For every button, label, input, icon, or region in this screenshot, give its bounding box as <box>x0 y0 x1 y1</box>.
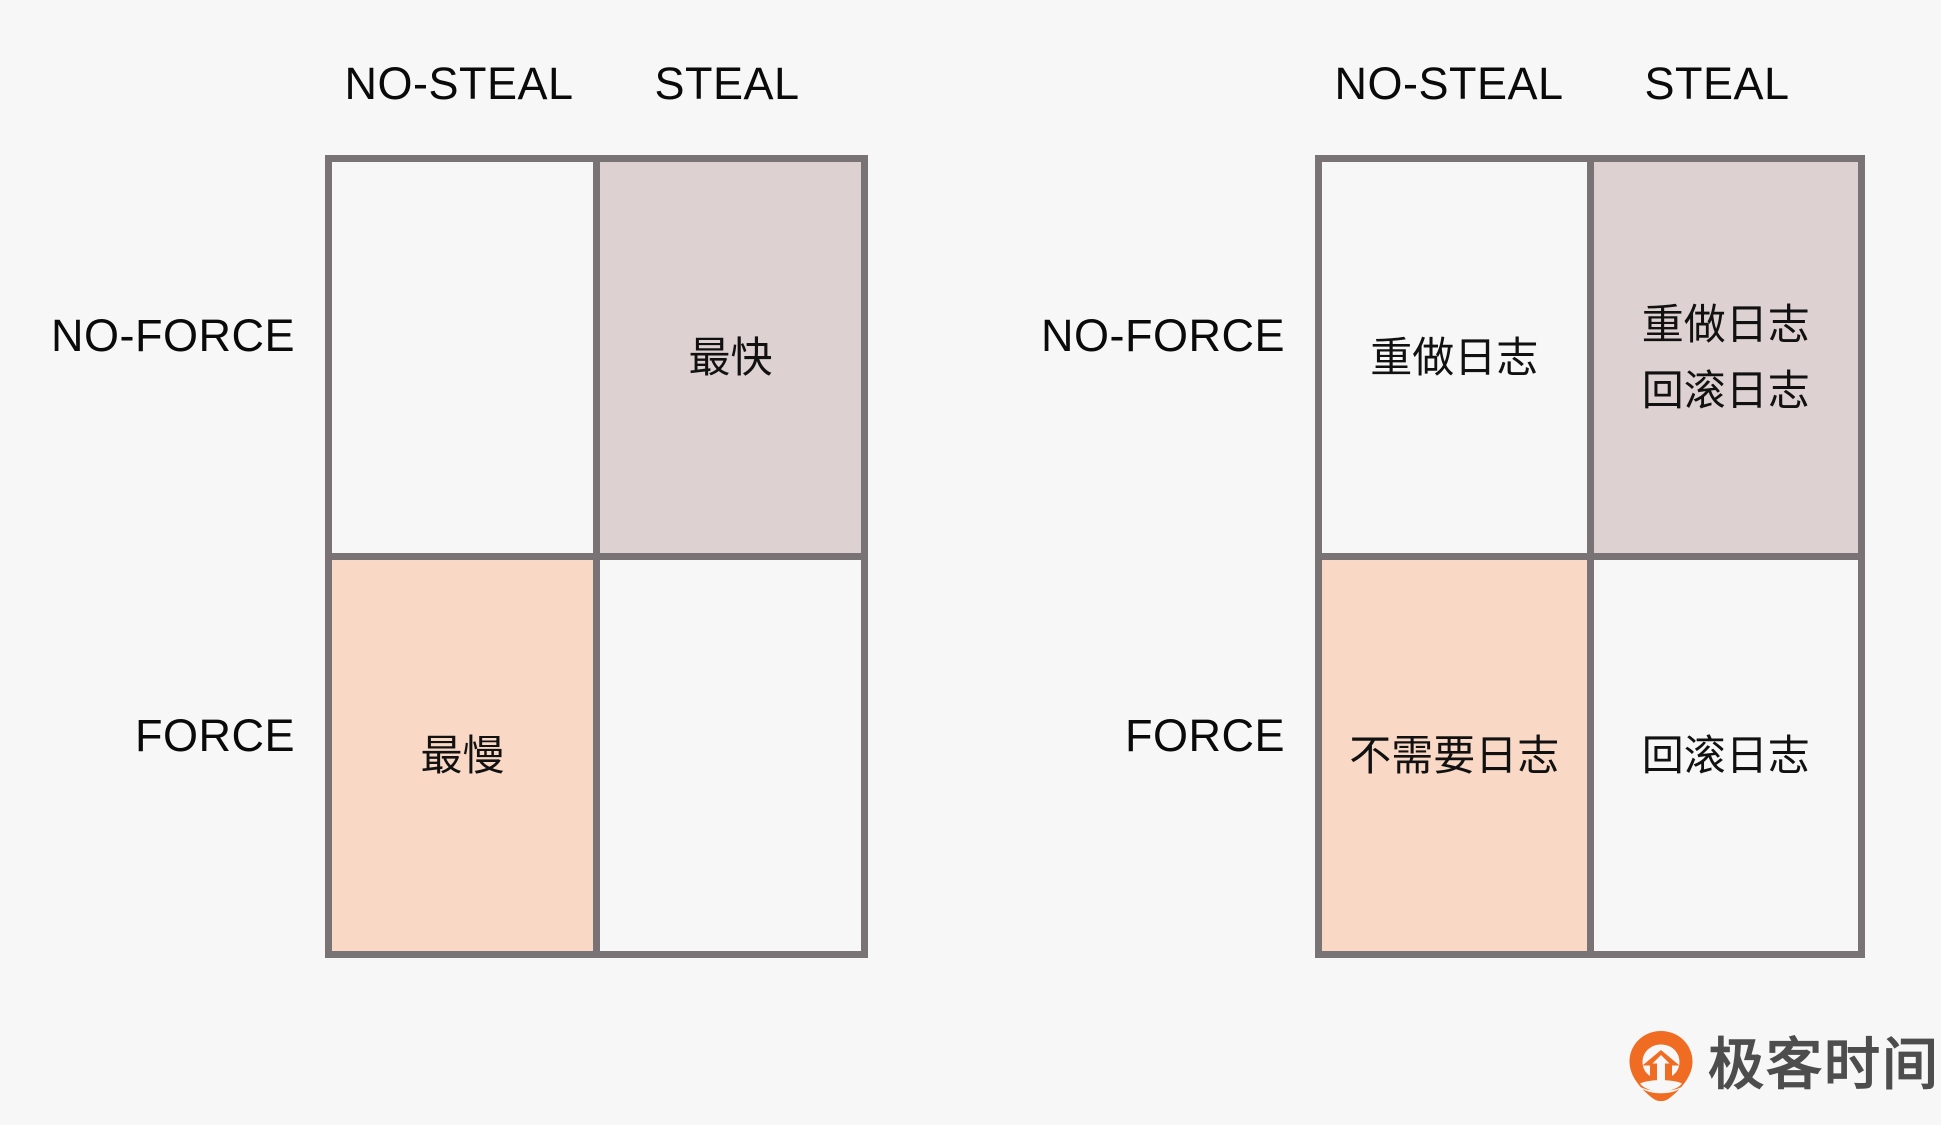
row-label-no-force: NO-FORCE <box>1041 310 1285 361</box>
geektime-logo: 极客时间 <box>1628 1030 1940 1102</box>
cell-text-line-2: 回滚日志 <box>1641 365 1810 415</box>
cell-force-steal[interactable]: 回滚日志 <box>1593 560 1858 951</box>
cell-text: 最快 <box>688 332 773 382</box>
performance-matrix-column-headers: NO-STEAL STEAL <box>325 48 861 120</box>
row-label-force: FORCE <box>1125 710 1285 761</box>
performance-matrix-grid: 最快 最慢 <box>325 155 868 958</box>
column-header-steal: STEAL <box>1644 58 1790 109</box>
cell-text-line-1: 重做日志 <box>1641 300 1810 350</box>
logging-matrix-column-headers: NO-STEAL STEAL <box>1315 48 1851 120</box>
logging-matrix: NO-STEAL STEAL NO-FORCE FORCE 重做日志 重做日志 … <box>985 0 1885 1000</box>
cell-text: 最慢 <box>420 730 505 780</box>
cell-no-force-steal[interactable]: 最快 <box>600 162 861 553</box>
cell-text: 回滚日志 <box>1641 730 1810 780</box>
geektime-logo-text: 极客时间 <box>1708 1033 1940 1098</box>
column-header-no-steal: NO-STEAL <box>344 58 574 109</box>
cell-no-force-steal[interactable]: 重做日志 回滚日志 <box>1593 162 1858 553</box>
cell-text: 重做日志 <box>1370 332 1539 382</box>
cell-force-no-steal[interactable]: 最慢 <box>332 560 593 951</box>
cell-force-steal[interactable] <box>600 560 861 951</box>
row-label-no-force: NO-FORCE <box>51 310 295 361</box>
cell-force-no-steal[interactable]: 不需要日志 <box>1322 560 1587 951</box>
performance-matrix: NO-STEAL STEAL NO-FORCE FORCE 最快 最慢 <box>0 0 900 1000</box>
cell-no-force-no-steal[interactable]: 重做日志 <box>1322 162 1587 553</box>
cell-no-force-no-steal[interactable] <box>332 162 593 553</box>
geektime-logo-mark <box>1629 1031 1693 1102</box>
logging-matrix-grid: 重做日志 重做日志 回滚日志 不需要日志 回滚日志 <box>1315 155 1865 958</box>
cell-text: 不需要日志 <box>1349 730 1560 780</box>
row-label-force: FORCE <box>135 710 295 761</box>
column-header-steal: STEAL <box>654 58 800 109</box>
column-header-no-steal: NO-STEAL <box>1334 58 1564 109</box>
